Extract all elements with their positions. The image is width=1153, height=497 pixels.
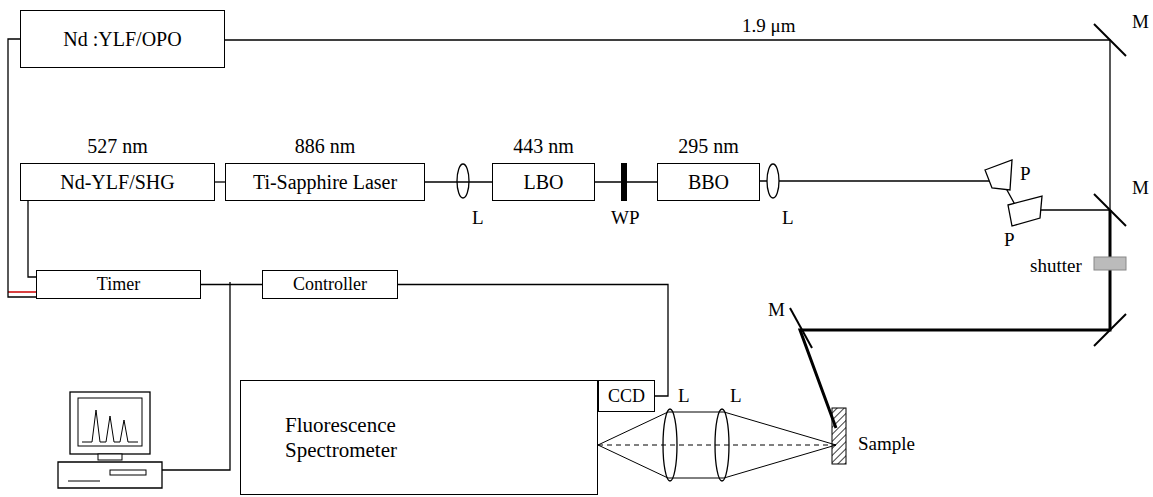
computer-icon <box>58 392 162 488</box>
sample-plate <box>832 408 846 464</box>
component-box: Fluorescence Spectrometer <box>240 380 598 495</box>
box-label: CCD <box>608 386 645 407</box>
box-label: LBO <box>524 171 564 194</box>
part-label: P <box>1020 164 1031 183</box>
mirror <box>790 308 812 348</box>
part-label: 1.9 μm <box>742 16 795 35</box>
part-label: L <box>678 386 690 405</box>
lens <box>457 164 469 198</box>
box-label: BBO <box>688 171 729 194</box>
computer-cable <box>162 282 230 470</box>
connector-line <box>28 201 36 277</box>
box-label: Fluorescence Spectrometer <box>285 413 425 461</box>
part-label: L <box>730 386 742 405</box>
part-label: WP <box>611 208 640 227</box>
component-box: CCD <box>598 380 655 412</box>
connector-line <box>595 181 657 182</box>
part-label: Sample <box>858 434 915 453</box>
connector-line <box>215 181 225 182</box>
component-box: 443 nmLBO <box>492 163 595 201</box>
box-label: Ti-Sapphire Laser <box>253 171 397 194</box>
shutter-block <box>1094 257 1126 270</box>
component-box: 295 nmBBO <box>657 163 760 201</box>
component-box: 886 nmTi-Sapphire Laser <box>225 163 425 201</box>
part-label: P <box>1004 230 1015 249</box>
lens <box>767 164 779 198</box>
mirror <box>1094 24 1126 56</box>
wavelength-label: 295 nm <box>678 135 739 158</box>
component-box: Controller <box>262 270 398 299</box>
connector-line <box>201 284 262 285</box>
uv-beam <box>760 180 990 181</box>
part-label: shutter <box>1030 256 1082 275</box>
combined-beam <box>800 210 1110 428</box>
box-label: Timer <box>97 274 140 295</box>
part-label: M <box>768 300 785 319</box>
wavelength-label: 527 nm <box>87 135 148 158</box>
lens <box>663 409 677 481</box>
part-label: L <box>782 208 794 227</box>
prism <box>1008 196 1042 226</box>
trigger-wire <box>8 291 36 293</box>
box-label: Nd :YLF/OPO <box>63 28 181 51</box>
part-label: M <box>1132 12 1149 31</box>
box-label: Nd-YLF/SHG <box>60 171 174 194</box>
prism <box>985 160 1012 190</box>
mirror <box>1094 194 1126 226</box>
wavelength-label: 886 nm <box>295 135 356 158</box>
optical-axis <box>598 445 836 446</box>
mirror <box>1094 314 1126 346</box>
wavelength-label: 443 nm <box>513 135 574 158</box>
ir-beam <box>225 40 1110 210</box>
box-label: Controller <box>293 274 367 295</box>
part-label: M <box>1132 178 1149 197</box>
component-box: Nd :YLF/OPO <box>20 10 225 68</box>
lens <box>715 409 729 481</box>
connector-line <box>425 181 492 182</box>
component-box: 527 nmNd-YLF/SHG <box>20 163 215 201</box>
part-label: L <box>472 208 484 227</box>
component-box: Timer <box>36 270 201 299</box>
